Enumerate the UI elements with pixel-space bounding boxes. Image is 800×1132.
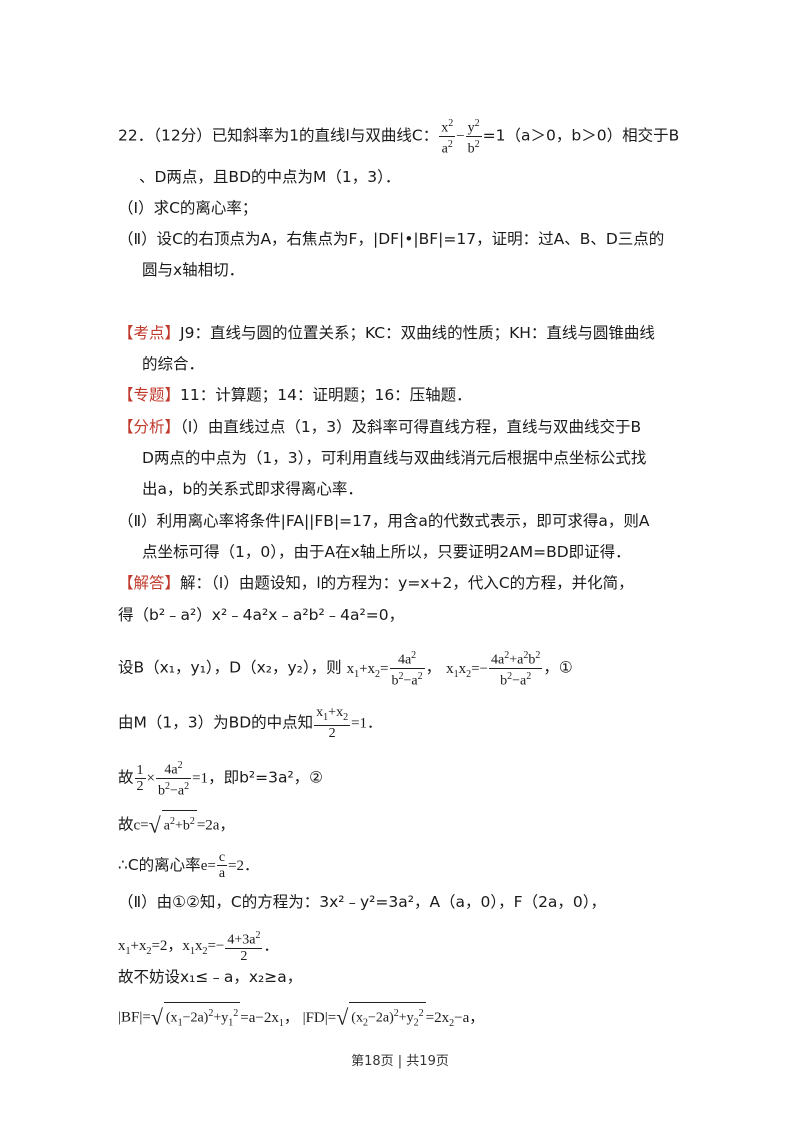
kaodian-line-1: 【考点】J9：直线与圆的位置关系；KC：双曲线的性质；KH：直线与圆锥曲线	[118, 322, 655, 344]
problem-line-2: 、D两点，且BD的中点为M（1，3）．	[139, 168, 401, 186]
kaodian-tag: 【考点】	[118, 324, 181, 342]
sqrt-a2-b2: a2+b2	[161, 810, 197, 838]
jieda-tag: 【解答】	[118, 574, 181, 592]
problem-line-5: 圆与x轴相切．	[142, 261, 245, 279]
fenxi-tag: 【分析】	[118, 418, 181, 436]
jieda-text: 设B（x₁，y₁），D（x₂，y₂），则	[118, 658, 342, 677]
jieda-text: 由M（1，3）为BD的中点知	[118, 713, 314, 732]
zhuanti-line: 【专题】11：计算题；14：证明题；16：压轴题．	[118, 384, 472, 406]
kaodian-line-2: 的综合．	[142, 355, 205, 373]
jieda-text: ，即b²=3a²，②	[208, 768, 324, 787]
page-footer: 第18页 | 共19页	[351, 1054, 449, 1069]
jieda-line-10: 故不妨设x₁≤﹣a，x₂≥a，	[118, 968, 303, 986]
kaodian-text: J9：直线与圆的位置关系；KC：双曲线的性质；KH：直线与圆锥曲线	[180, 324, 655, 342]
fenxi-line-5: 点坐标可得（1，0），由于A在x轴上所以，只要证明2AM=BD即证得．	[142, 543, 631, 561]
fenxi-line-3: 出a，b的关系式即求得离心率．	[142, 480, 363, 498]
jieda-line-11: |BF|=√(x1−2a)2+y12=a−2x1， |FD|=√(x2−2a)2…	[118, 1002, 484, 1035]
jieda-line-8: （Ⅱ）由①②知，C的方程为：3x²﹣y²=3a²，A（a，0），F（2a，0），	[118, 893, 607, 911]
jieda-text: ∴C的离心率	[118, 856, 201, 874]
zhuanti-tag: 【专题】	[118, 386, 181, 404]
fenxi-line-2: D两点的中点为（1，3），可利用直线与双曲线消元后根据中点坐标公式找	[142, 449, 647, 467]
jieda-line-2: 得（b²﹣a²）x²﹣4a²x﹣a²b²﹣4a²=0，	[118, 606, 405, 624]
problem-part-2: （Ⅱ）设C的右顶点为A，右焦点为F，|DF|•|BF|=17，证明：过A、B、D…	[118, 230, 665, 248]
jieda-line-6: 故c=√a2+b2=2a，	[118, 810, 234, 838]
problem-text: =1（a＞0，b＞0）相交于B	[482, 126, 680, 145]
zhuanti-text: 11：计算题；14：证明题；16：压轴题．	[180, 386, 472, 404]
jieda-text: 解：（Ⅰ）由题设知，l的方程为：y=x+2，代入C的方程，并化简，	[180, 574, 634, 592]
problem-text: 22．（12分）已知斜率为1的直线l与双曲线C：	[118, 126, 439, 145]
jieda-line-1: 【解答】解：（Ⅰ）由题设知，l的方程为：y=x+2，代入C的方程，并化简，	[118, 572, 634, 594]
jieda-text: 故	[118, 768, 134, 787]
fenxi-text: （Ⅰ）由直线过点（1，3）及斜率可得直线方程，直线与双曲线交于B	[180, 418, 642, 436]
problem-part-1: （Ⅰ）求C的离心率；	[118, 199, 258, 217]
sqrt-bf: (x1−2a)2+y12	[163, 1002, 241, 1034]
sqrt-fd: (x2−2a)2+y22	[349, 1002, 426, 1034]
jieda-text: 故	[118, 815, 134, 834]
fenxi-line-1: 【分析】（Ⅰ）由直线过点（1，3）及斜率可得直线方程，直线与双曲线交于B	[118, 416, 641, 438]
fenxi-line-4: （Ⅱ）利用离心率将条件|FA||FB|=17，用含a的代数式表示，即可求得a，则…	[118, 512, 650, 530]
